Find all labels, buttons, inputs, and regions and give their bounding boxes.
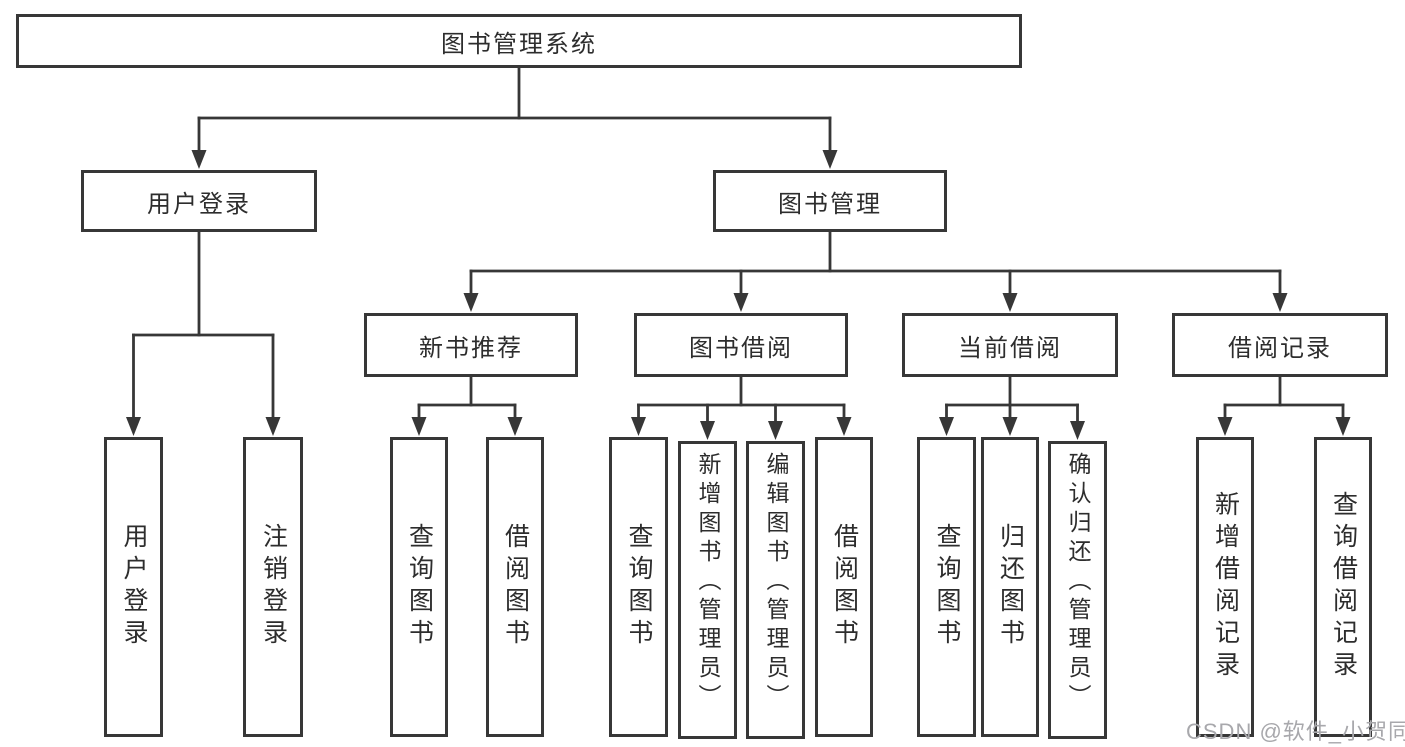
node-leaf-bb-add: 新增图书（管理员） <box>678 441 737 739</box>
arrowhead <box>126 417 141 436</box>
node-leaf-bb-edit: 编辑图书（管理员） <box>746 441 805 739</box>
arrowhead <box>836 417 852 436</box>
node-current-borrow: 当前借阅 <box>902 313 1118 377</box>
node-leaf-logout: 注销登录 <box>243 437 303 737</box>
node-borrow-record: 借阅记录 <box>1172 313 1388 377</box>
arrowhead <box>1070 421 1085 440</box>
node-label: 查询借阅记录 <box>1329 491 1358 683</box>
arrowhead <box>507 417 523 436</box>
arrowhead <box>1272 293 1288 312</box>
node-leaf-cb-query: 查询图书 <box>917 437 976 737</box>
arrowhead <box>411 417 427 436</box>
node-label: 归还图书 <box>996 523 1025 651</box>
node-leaf-br-add: 新增借阅记录 <box>1196 437 1254 737</box>
arrowhead <box>631 417 646 436</box>
node-label: 确认归还（管理员） <box>1065 452 1091 713</box>
node-label: 查询图书 <box>625 523 653 651</box>
node-label: 查询图书 <box>933 523 961 651</box>
arrowhead <box>191 150 207 169</box>
node-label: 编辑图书（管理员） <box>763 452 789 713</box>
node-leaf-user-login: 用户登录 <box>104 437 163 737</box>
node-leaf-cb-return: 归还图书 <box>981 437 1039 737</box>
node-leaf-bb-borrow: 借阅图书 <box>815 437 873 737</box>
node-label: 图书管理系统 <box>441 30 597 58</box>
arrowhead <box>1335 417 1351 436</box>
arrowhead <box>1002 293 1018 312</box>
node-label: 查询图书 <box>405 523 434 651</box>
arrowhead <box>768 421 783 440</box>
node-leaf-newbook-borrow: 借阅图书 <box>486 437 544 737</box>
arrowhead <box>700 421 715 440</box>
node-leaf-cb-confirm: 确认归还（管理员） <box>1048 441 1107 739</box>
watermark: CSDN @软件_小贺同学 <box>1186 719 1405 744</box>
node-book-borrow: 图书借阅 <box>634 313 848 377</box>
node-label: 新书推荐 <box>419 334 523 362</box>
node-root: 图书管理系统 <box>16 14 1022 68</box>
node-label: 新增借阅记录 <box>1211 491 1240 683</box>
arrowhead <box>822 150 838 169</box>
node-new-book-recommend: 新书推荐 <box>364 313 578 377</box>
node-book-mgmt: 图书管理 <box>713 170 947 232</box>
node-leaf-br-query: 查询借阅记录 <box>1314 437 1372 737</box>
node-label: 借阅图书 <box>830 523 859 651</box>
node-label: 新增图书（管理员） <box>695 452 721 713</box>
arrowhead <box>1217 417 1233 436</box>
node-label: 注销登录 <box>259 523 288 651</box>
node-label: 图书管理 <box>778 190 882 218</box>
arrowhead <box>265 417 281 436</box>
node-leaf-newbook-query: 查询图书 <box>390 437 448 737</box>
node-label: 借阅图书 <box>501 523 530 651</box>
node-label: 用户登录 <box>120 523 148 651</box>
arrowhead <box>939 417 954 436</box>
node-leaf-bb-query: 查询图书 <box>609 437 668 737</box>
node-label: 借阅记录 <box>1228 334 1332 362</box>
node-label: 图书借阅 <box>689 334 793 362</box>
arrowhead <box>1002 417 1018 436</box>
node-label: 当前借阅 <box>958 334 1062 362</box>
arrowhead <box>733 293 749 312</box>
node-label: 用户登录 <box>147 190 251 218</box>
arrowhead <box>463 293 479 312</box>
node-user-login: 用户登录 <box>81 170 317 232</box>
